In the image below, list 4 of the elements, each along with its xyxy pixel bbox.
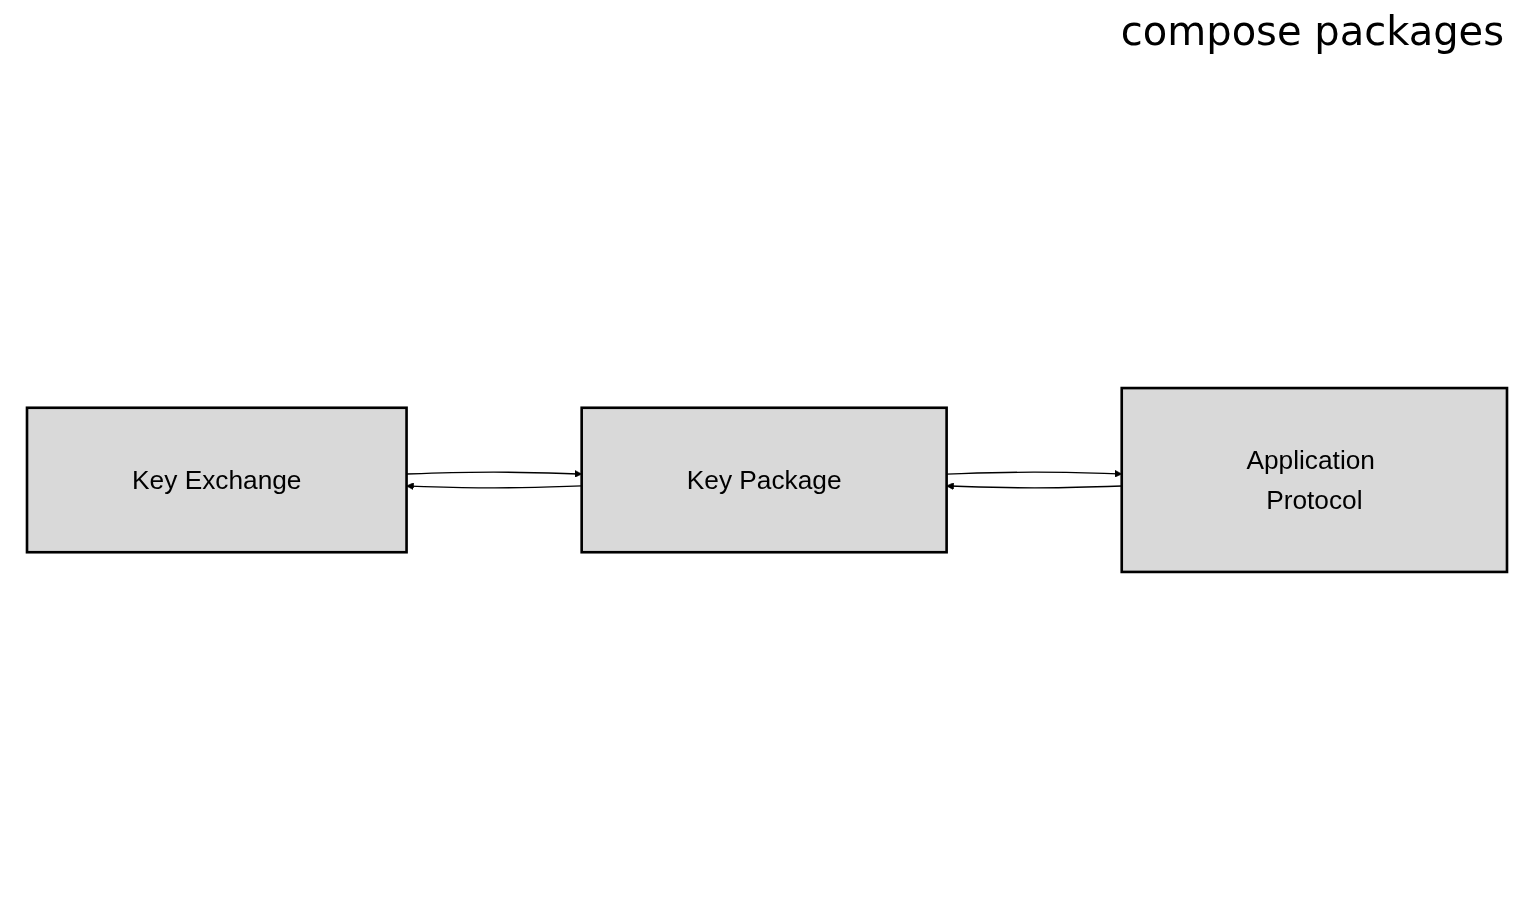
process-box: Key Package [580, 406, 948, 554]
process-box: Application Protocol [1120, 386, 1509, 574]
note-text: compose packages [1120, 8, 1504, 54]
process-box: Key Exchange [25, 406, 408, 554]
